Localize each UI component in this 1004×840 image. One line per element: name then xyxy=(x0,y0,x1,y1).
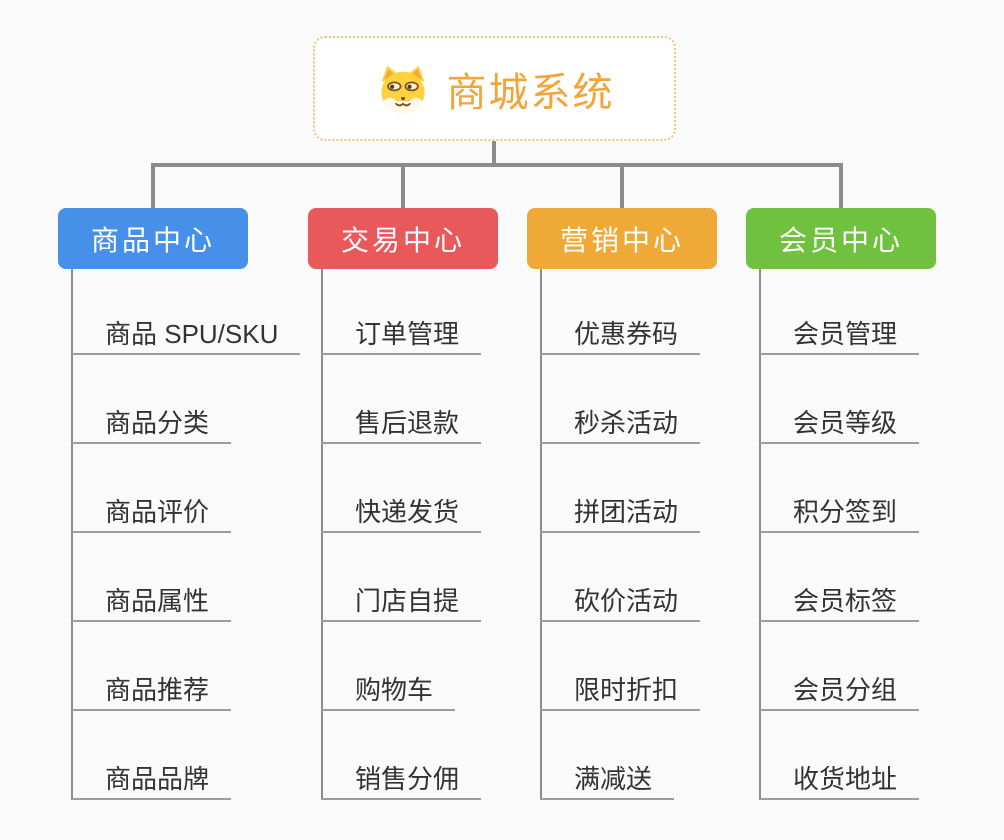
leaf-item[interactable]: 收货地址 xyxy=(759,760,920,800)
leaf-item[interactable]: 购物车 xyxy=(321,671,456,711)
leaf-item[interactable]: 会员标签 xyxy=(759,582,920,622)
leaf-item[interactable]: 砍价活动 xyxy=(540,582,701,622)
leaf-item[interactable]: 会员分组 xyxy=(759,671,920,711)
root-title: 商城系统 xyxy=(446,70,615,115)
branch-vline xyxy=(71,269,73,800)
branch-vline xyxy=(540,269,542,800)
leaf-item[interactable]: 商品推荐 xyxy=(71,671,232,711)
branch-header-4[interactable]: 会员中心 xyxy=(746,208,936,269)
leaf-item[interactable]: 满减送 xyxy=(540,760,675,800)
leaf-item[interactable]: 限时折扣 xyxy=(540,671,701,711)
leaf-item[interactable]: 商品分类 xyxy=(71,404,232,444)
leaf-item[interactable]: 商品品牌 xyxy=(71,760,232,800)
leaf-item[interactable]: 商品属性 xyxy=(71,582,232,622)
leaf-item[interactable]: 门店自提 xyxy=(321,582,482,622)
leaf-item[interactable]: 积分签到 xyxy=(759,493,920,533)
leaf-item[interactable]: 拼团活动 xyxy=(540,493,701,533)
branch-drop-line xyxy=(620,163,624,208)
leaf-item[interactable]: 销售分佣 xyxy=(321,760,482,800)
branch-vline xyxy=(321,269,323,800)
leaf-item[interactable]: 快递发货 xyxy=(321,493,482,533)
shiba-dog-icon xyxy=(380,65,425,113)
leaf-item[interactable]: 订单管理 xyxy=(321,315,482,355)
leaf-item[interactable]: 商品 SPU/SKU xyxy=(71,315,301,355)
branch-drop-line xyxy=(839,163,843,208)
branch-header-2[interactable]: 交易中心 xyxy=(308,208,498,269)
branch-bus-line xyxy=(151,163,843,167)
branch-drop-line xyxy=(151,163,155,208)
root-node[interactable]: 商城系统 xyxy=(313,36,676,141)
leaf-item[interactable]: 售后退款 xyxy=(321,404,482,444)
branch-drop-line xyxy=(401,163,405,208)
branch-header-1[interactable]: 商品中心 xyxy=(58,208,248,269)
leaf-item[interactable]: 秒杀活动 xyxy=(540,404,701,444)
leaf-item[interactable]: 优惠券码 xyxy=(540,315,701,355)
branch-header-3[interactable]: 营销中心 xyxy=(527,208,717,269)
root-stem-line xyxy=(492,141,496,167)
leaf-item[interactable]: 会员管理 xyxy=(759,315,920,355)
leaf-item[interactable]: 会员等级 xyxy=(759,404,920,444)
leaf-item[interactable]: 商品评价 xyxy=(71,493,232,533)
branch-vline xyxy=(759,269,761,800)
